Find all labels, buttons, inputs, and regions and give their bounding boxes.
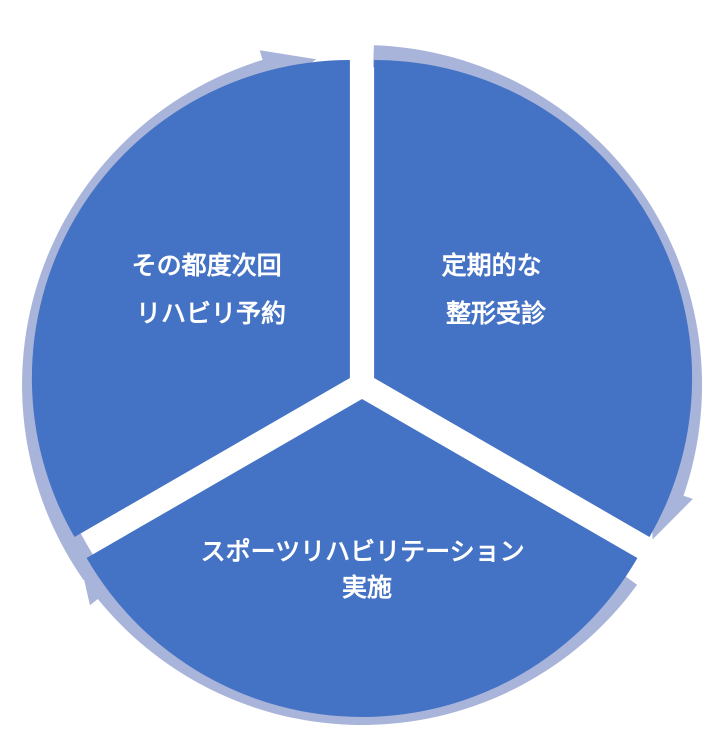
segment-upper-right — [374, 60, 693, 537]
segment-label-upper-right-line-2: 整形受診 — [446, 299, 547, 328]
segment-label-bottom-line-1: スポーツリハビリテーション — [201, 537, 525, 566]
arrow-ring-upper-right — [373, 45, 703, 540]
arrow-ring-upper-left — [22, 50, 317, 581]
segment-label-upper-right-line-1: 定期的な — [442, 251, 542, 280]
segment-label-upper-left: その都度次回 リハビリ予約 — [132, 251, 291, 328]
segment-label-upper-left-line-2: リハビリ予約 — [136, 299, 286, 328]
cycle-segments — [31, 60, 693, 718]
segment-label-upper-right: 定期的な 整形受診 — [442, 251, 551, 328]
segment-label-bottom: スポーツリハビリテーション 実施 — [201, 537, 534, 602]
segment-label-bottom-line-2: 実施 — [342, 573, 392, 602]
segment-bottom — [86, 399, 638, 718]
segment-label-upper-left-line-1: その都度次回 — [132, 251, 282, 280]
segment-upper-left — [31, 60, 350, 537]
